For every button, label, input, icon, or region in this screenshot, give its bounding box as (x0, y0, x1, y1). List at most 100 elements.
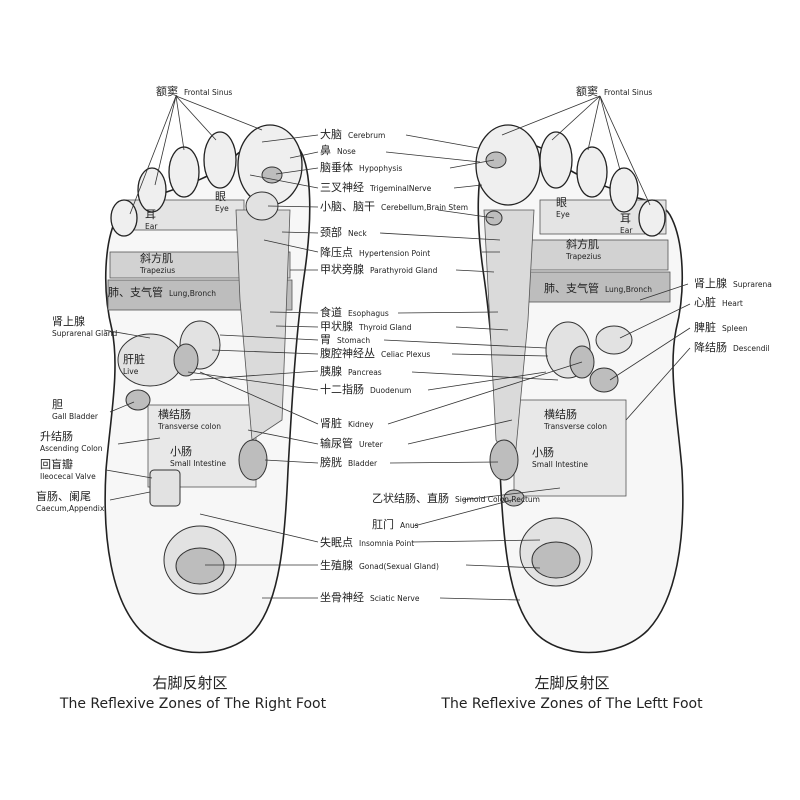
left-heel-inner (531, 541, 581, 579)
right-foot-suprarenal-gland-zh: 肾上腺 (52, 314, 85, 328)
right-gall-bladder (125, 389, 151, 411)
center-hypophysis-en: Hypophysis (359, 164, 402, 173)
right-bladder (238, 439, 268, 481)
right-foot-ileocecal-valve-zh: 回盲瓣 (40, 457, 73, 471)
center-gonad-sexual-gland-en: Gonad(Sexual Gland) (359, 562, 439, 571)
right-foot-inner-transverse-colon-zh: 横结肠 (158, 407, 191, 421)
left-colon-band (513, 399, 627, 497)
center-ureter-en: Ureter (359, 440, 384, 449)
center-stomach-en: Stomach (337, 336, 370, 345)
left-foot-inner-transverse-colon-en: Transverse colon (543, 422, 607, 431)
center-anus-en: Anus (400, 521, 419, 530)
right-caecum (149, 469, 181, 507)
left-lung-band (513, 271, 671, 303)
center-neck-en: Neck (348, 229, 367, 238)
center-sciatic-nerve-en: Sciatic Nerve (370, 594, 420, 603)
center-esophagus-en: Esophagus (348, 309, 389, 318)
right-foot-inner-eye-zh: 眼 (215, 190, 226, 203)
center-celiac-plexus-en: Celiac Plexus (381, 350, 430, 359)
center-cerebellum-brain-stem-zh: 小脑、脑干 (320, 200, 375, 213)
right-foot-inner-small-intestine-en: Small Intestine (170, 459, 226, 468)
center-neck-zh: 颈部 (320, 225, 342, 239)
center-esophagus-zh: 食道 (320, 305, 342, 319)
right-toe-4 (137, 167, 167, 213)
right-foot-inner-lung-bronch-en: Lung,Bronch (169, 289, 216, 298)
left-foot-descendil-en: Descendil (733, 344, 770, 353)
right-foot-inner-ear-zh: 耳 (145, 208, 156, 221)
right-foot-inner-ear-en: Ear (145, 222, 158, 231)
center-sciatic-nerve-zh: 坐骨神经 (320, 590, 364, 604)
right-foot-inner-trapezius-en: Trapezius (139, 266, 175, 275)
right-toe-2 (203, 131, 237, 189)
left-heart (595, 325, 633, 355)
left-foot-inner-small-intestine-en: Small Intestine (532, 460, 588, 469)
right-foot-caption-zh: 右脚反射区 (152, 674, 227, 692)
center-pancreas-en: Pancreas (348, 368, 382, 377)
right-spine-column (235, 209, 291, 441)
center-trigeminalnerve-en: TrigeminalNerve (369, 184, 432, 193)
left-toe-2 (539, 131, 573, 189)
center-gonad-sexual-gland-zh: 生殖腺 (320, 558, 353, 572)
center-thyroid-gland-zh: 甲状腺 (320, 319, 353, 333)
center-kidney-en: Kidney (348, 420, 374, 429)
center-duodenum-zh: 十二指肠 (320, 382, 364, 396)
center-ureter-zh: 输尿管 (320, 436, 353, 450)
right-foot-diagram (104, 124, 311, 654)
left-foot-inner-ear-zh: 耳 (620, 212, 631, 225)
left-foot-spleen-zh: 脾脏 (694, 320, 716, 334)
right-foot-inner-small-intestine-zh: 小肠 (170, 445, 192, 458)
left-spine-column (483, 209, 535, 472)
left-foot-descendil-zh: 降结肠 (694, 340, 727, 354)
center-bladder-en: Bladder (348, 459, 378, 468)
center-insomnia-point-zh: 失眠点 (320, 536, 353, 549)
center-nose-en: Nose (337, 147, 356, 156)
center-parathyroid-gland-zh: 甲状旁腺 (320, 262, 364, 276)
center-nose-zh: 鼻 (320, 143, 331, 157)
right-foot-inner-lung-bronch-zh: 肺、支气管 (108, 285, 163, 299)
right-foot-caption-en: The Reflexive Zones of The Right Foot (59, 696, 327, 712)
left-foot-diagram (475, 124, 684, 654)
center-anus-zh: 肛门 (372, 517, 394, 531)
right-foot-inner-trapezius-zh: 斜方肌 (140, 251, 173, 265)
center-cerebrum-en: Cerebrum (348, 131, 385, 140)
right-foot-inner-live-zh: 肝脏 (123, 353, 145, 366)
left-toe-5 (638, 199, 666, 237)
right-foot-frontal-sinus-en: Frontal Sinus (184, 88, 232, 97)
left-foot-spleen-en: Spleen (722, 324, 748, 333)
right-foot-ascending-colon-zh: 升结肠 (40, 430, 73, 443)
right-heel-inner (175, 547, 225, 585)
right-foot-frontal-sinus-zh: 额窦 (156, 85, 178, 98)
right-foot-gall-bladder-zh: 胆 (52, 398, 63, 411)
left-hypophysis (485, 151, 507, 169)
center-hypophysis-zh: 脑垂体 (320, 160, 353, 174)
left-spleen (589, 367, 619, 393)
right-foot-inner-eye-en: Eye (215, 204, 229, 213)
right-foot-caecum-appendix-zh: 盲肠、阑尾 (36, 489, 91, 503)
left-foot-heart-zh: 心脏 (694, 296, 716, 309)
center-sigmoid-colon-rectum-zh: 乙状结肠、直肠 (372, 491, 449, 505)
right-foot-gall-bladder-en: Gall Bladder (52, 412, 99, 421)
right-foot-inner-live-en: Live (123, 367, 139, 376)
left-big-toe (475, 124, 541, 206)
left-foot-caption-en: The Reflexive Zones of The Leftt Foot (440, 696, 703, 712)
right-big-toe (237, 124, 303, 206)
left-foot-caption-zh: 左脚反射区 (534, 674, 609, 692)
center-hypertension-point-zh: 降压点 (320, 245, 353, 259)
right-toe-3 (168, 146, 200, 198)
left-toe-3 (576, 146, 608, 198)
center-celiac-plexus-zh: 腹腔神经丛 (320, 346, 375, 360)
right-foot-ileocecal-valve-en: Ileocecal Valve (40, 472, 96, 481)
center-insomnia-point-en: Insomnia Point (359, 539, 414, 548)
center-pancreas-zh: 胰腺 (320, 364, 342, 378)
left-foot-inner-trapezius-zh: 斜方肌 (566, 237, 599, 251)
center-cerebellum-brain-stem-en: Cerebellum,Brain Stem (381, 203, 468, 212)
center-parathyroid-gland-en: Parathyroid Gland (370, 266, 438, 275)
right-foot-suprarenal-gland-en: Suprarenal Gland (52, 329, 118, 338)
left-foot-heart-en: Heart (722, 299, 743, 308)
center-thyroid-gland-en: Thyroid Gland (358, 323, 412, 332)
center-bladder-zh: 膀胱 (320, 455, 342, 469)
left-foot-frontal-sinus-en: Frontal Sinus (604, 88, 652, 97)
right-kidney (173, 343, 199, 377)
